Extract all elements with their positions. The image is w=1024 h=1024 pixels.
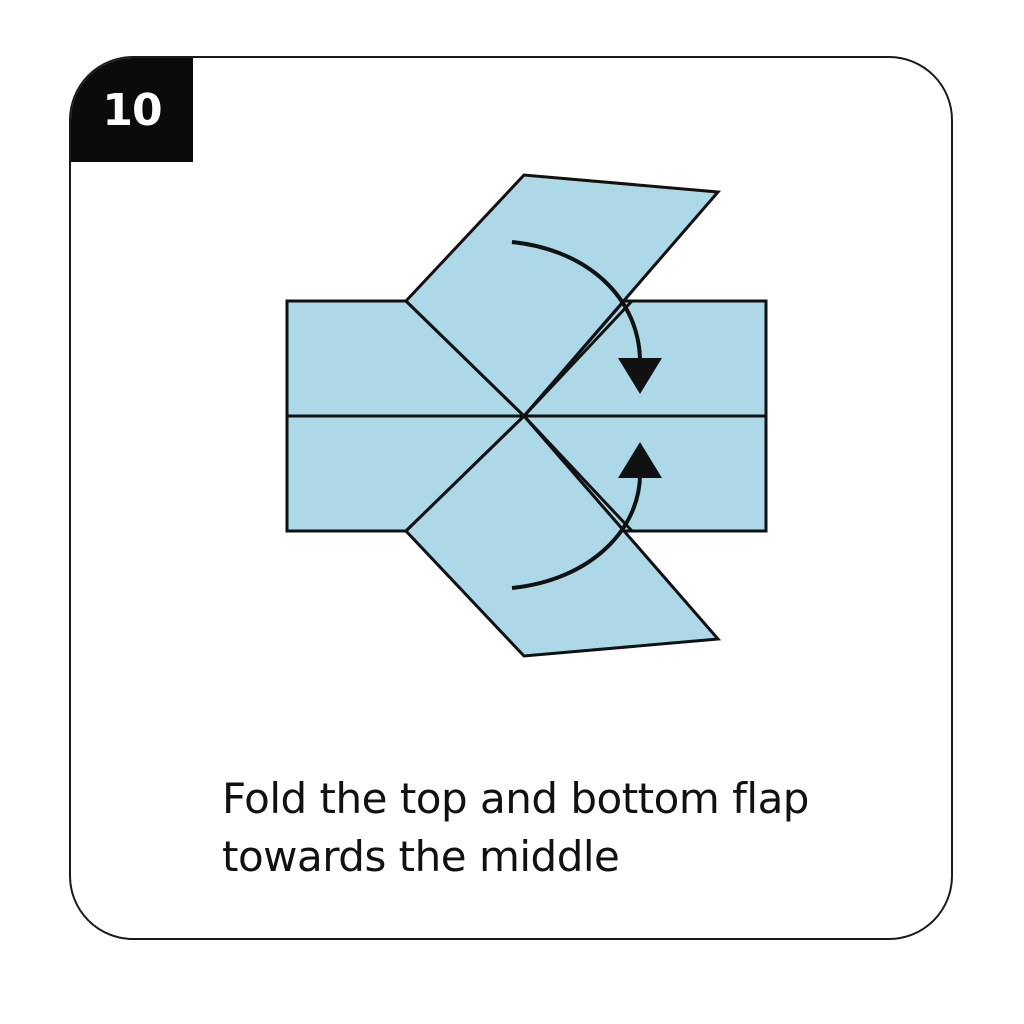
bottom-flap-inner-crease bbox=[522, 414, 634, 533]
top-flap bbox=[403, 173, 722, 419]
bottom-flap bbox=[403, 413, 722, 658]
step-number-badge: 10 bbox=[71, 58, 193, 162]
instruction-text: Fold the top and bottom flap towards the… bbox=[222, 770, 922, 886]
curved-arrow-down-icon bbox=[511, 240, 662, 394]
top-flap-inner-crease bbox=[522, 299, 634, 418]
instruction-line-1: Fold the top and bottom flap bbox=[222, 774, 809, 823]
instruction-line-2: towards the middle bbox=[222, 832, 620, 881]
curved-arrow-up-icon bbox=[511, 442, 662, 590]
